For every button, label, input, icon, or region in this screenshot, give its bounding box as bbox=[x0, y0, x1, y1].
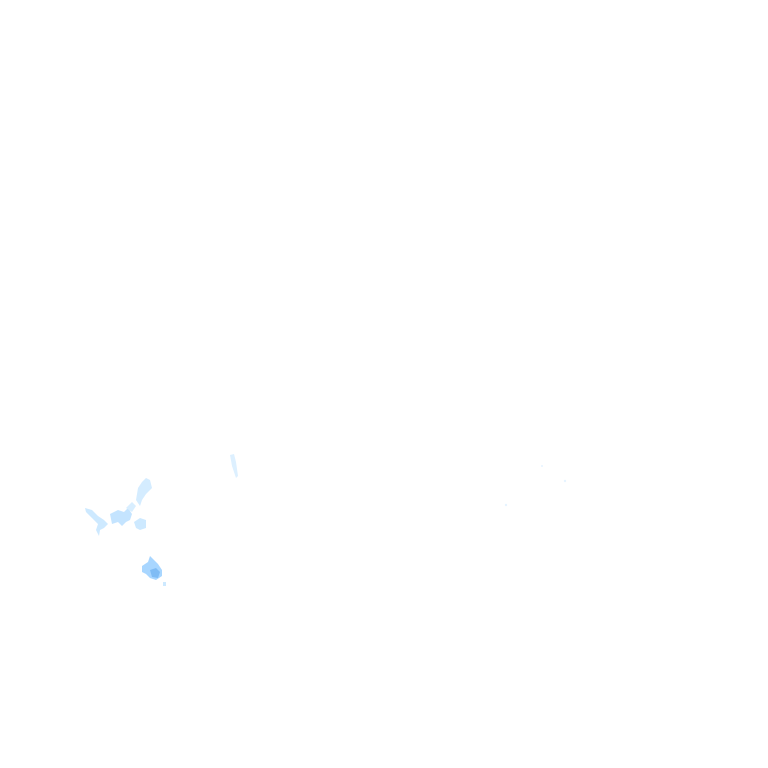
precip-cell bbox=[126, 502, 136, 512]
precip-cluster-east bbox=[504, 465, 567, 507]
precip-cell bbox=[150, 568, 160, 578]
precip-cell bbox=[134, 518, 146, 530]
precip-cell bbox=[563, 479, 567, 483]
precip-cell bbox=[163, 582, 166, 586]
precip-cell bbox=[110, 508, 132, 526]
precip-cell bbox=[230, 454, 238, 478]
precip-cluster-south bbox=[142, 556, 166, 586]
precip-cell bbox=[504, 503, 508, 507]
precip-cluster-west bbox=[85, 454, 238, 536]
precip-cell bbox=[136, 478, 152, 506]
precip-cell bbox=[541, 465, 543, 467]
precip-cell bbox=[85, 508, 108, 536]
